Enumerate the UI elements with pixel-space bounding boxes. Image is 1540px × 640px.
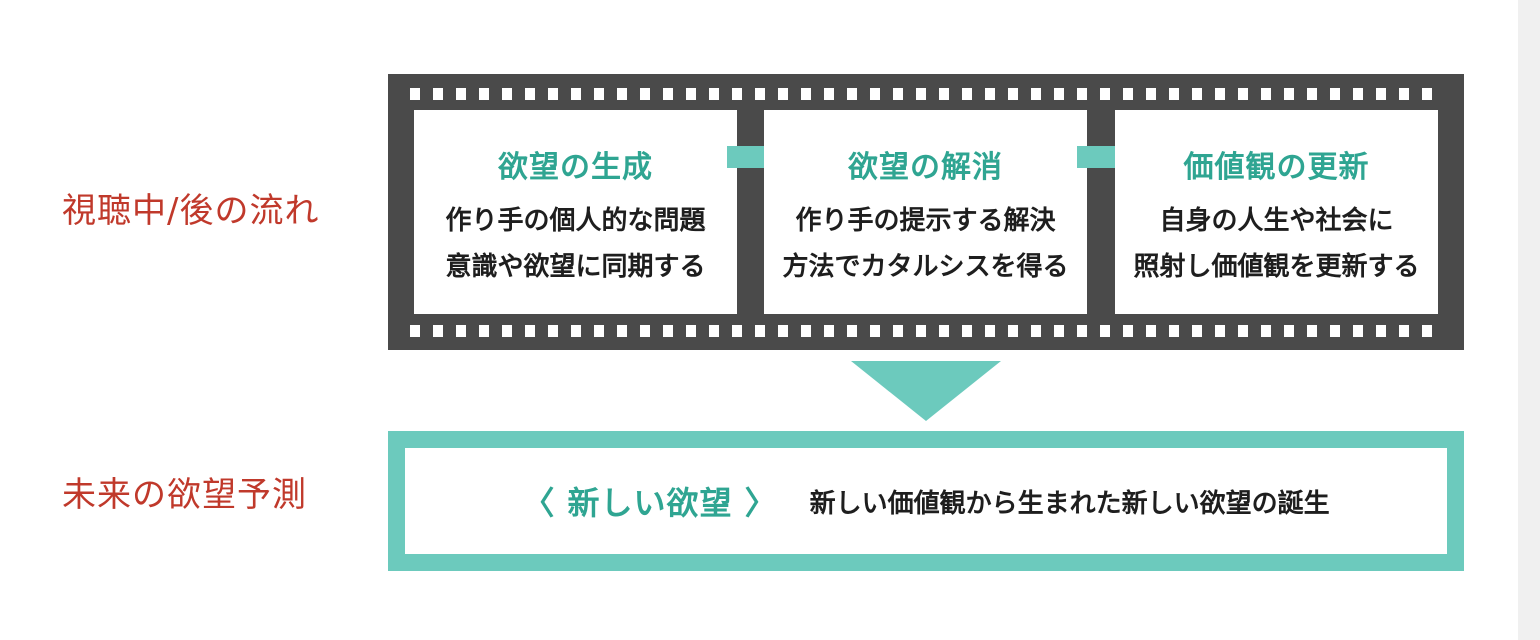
frame-line: 作り手の個人的な問題: [445, 206, 706, 236]
frame-title: 欲望の解消: [848, 150, 1003, 185]
frame-line: 方法でカタルシスを得る: [782, 252, 1069, 282]
film-perforations-top: [410, 88, 1442, 100]
future-desire-box: 〈 新しい欲望 〉 新しい価値観から生まれた新しい欲望の誕生: [388, 431, 1464, 571]
frame-value-update: 価値観の更新 自身の人生や社会に 照射し価値観を更新する: [1115, 110, 1438, 314]
film-perforations-bottom: [410, 325, 1442, 337]
frame-line: 作り手の提示する解決: [795, 206, 1056, 236]
frame-line: 照射し価値観を更新する: [1133, 252, 1420, 282]
new-desire-description: 新しい価値観から生まれた新しい欲望の誕生: [809, 488, 1330, 519]
frame-title: 欲望の生成: [498, 150, 653, 185]
arrow-down-icon: [851, 361, 1001, 421]
film-strip: 欲望の生成 作り手の個人的な問題 意識や欲望に同期する 欲望の解消 作り手の提示…: [388, 74, 1464, 350]
frame-body: 作り手の提示する解決 方法でカタルシスを得る: [764, 198, 1087, 290]
frame-title: 価値観の更新: [1183, 150, 1370, 185]
frame-line: 意識や欲望に同期する: [445, 252, 706, 282]
frame-body: 作り手の個人的な問題 意識や欲望に同期する: [414, 198, 737, 290]
frame-body: 自身の人生や社会に 照射し価値観を更新する: [1115, 198, 1438, 290]
frame-desire-resolution: 欲望の解消 作り手の提示する解決 方法でカタルシスを得る: [764, 110, 1087, 314]
frame-desire-generation: 欲望の生成 作り手の個人的な問題 意識や欲望に同期する: [414, 110, 737, 314]
frame-line: 自身の人生や社会に: [1159, 206, 1394, 236]
label-future-desire: 未来の欲望予測: [62, 475, 307, 515]
right-edge-strip: [1518, 0, 1540, 640]
label-viewing-flow: 視聴中/後の流れ: [62, 191, 320, 231]
future-desire-inner: 〈 新しい欲望 〉 新しい価値観から生まれた新しい欲望の誕生: [405, 448, 1447, 554]
new-desire-title: 〈 新しい欲望 〉: [522, 484, 778, 522]
